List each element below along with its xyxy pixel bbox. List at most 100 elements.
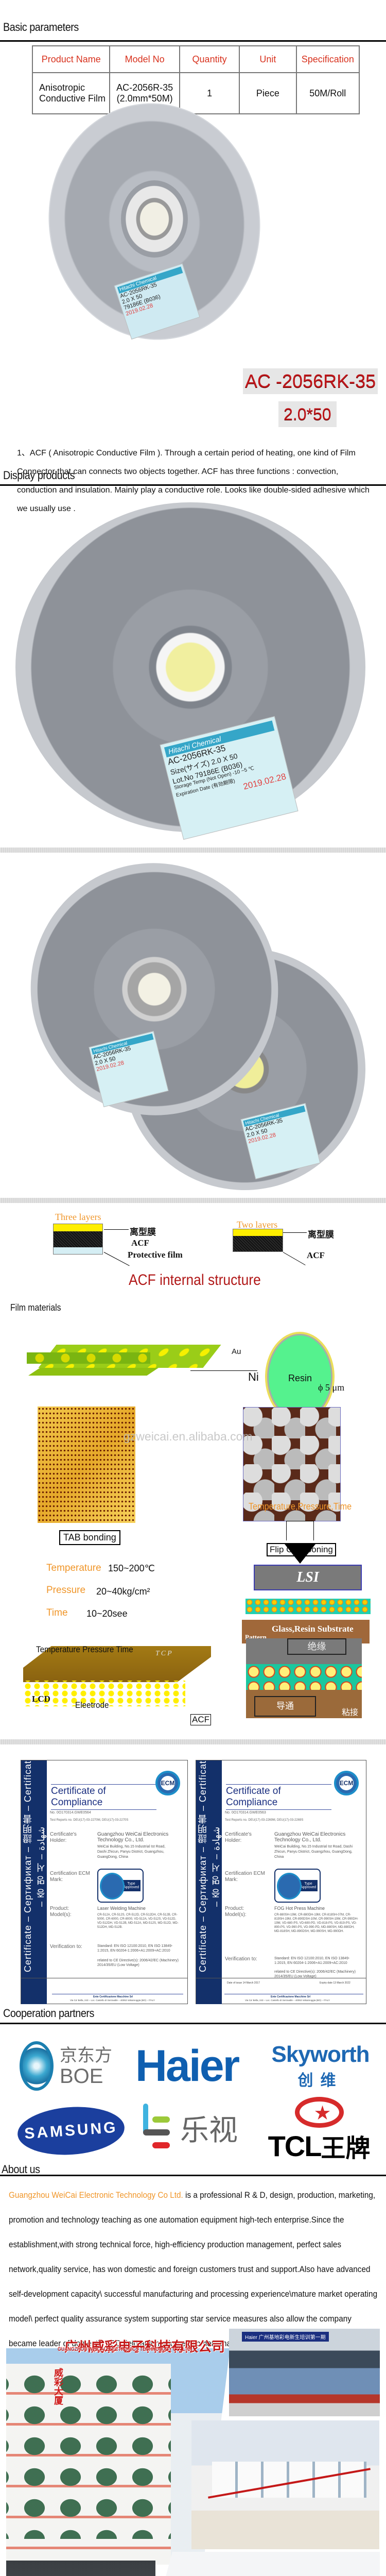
internal-structure-title: ACF internal structure	[129, 1272, 261, 1289]
partner-logo-letv: 乐视	[142, 2102, 239, 2154]
certificate-title: Certificate of Compliance	[226, 1784, 331, 1810]
product-label: Product: Model(s):	[225, 1906, 247, 1918]
cell-unit: Piece	[239, 72, 297, 114]
holder-address: WeiCai Building, No.15 Industrial Ist Ro…	[97, 1845, 166, 1859]
acf-label: ACF	[307, 1250, 325, 1260]
letv-emblem-icon	[143, 2103, 170, 2153]
size-badge: 2.0*50	[278, 401, 337, 427]
building-sign: 威彩大厦	[53, 2368, 63, 2405]
windows	[6, 2369, 171, 2539]
product-photo-two-reels: Hitachi Chemical AC-2056RK-35 2.0 X 50 2…	[4, 837, 385, 1210]
seal-text: ECM	[161, 1776, 175, 1790]
tcl-en: TCL	[268, 2129, 322, 2162]
ecm-mark-badge: Type Approved	[97, 1869, 144, 1903]
ecm-seal-icon: ECM	[155, 1771, 180, 1795]
reel-hub	[121, 180, 188, 258]
type-approved-label: Type Approved	[299, 1880, 318, 1891]
flip-chip-subtitle: Temperature,Pressure,Time	[249, 1501, 352, 1512]
workshop-photo	[191, 2420, 379, 2549]
boe-en: BOE	[60, 2065, 103, 2088]
param-value-pressure: 20~40kg/cm²	[96, 1586, 150, 1597]
holder-label: Certificate's Holder:	[50, 1832, 77, 1843]
tcp-label: TCP	[155, 1650, 173, 1657]
section-divider	[0, 484, 386, 486]
product-label: Product: Model(s):	[50, 1906, 72, 1918]
partner-logo-boe: 京东方 BOE	[20, 2040, 112, 2092]
pressure-arrow-head	[285, 1544, 315, 1564]
separator-bar	[0, 1739, 386, 1744]
electrode-label: Eleetrode	[75, 1700, 109, 1710]
diameter-label: ϕ 5 μm	[318, 1382, 345, 1393]
three-layers-title: Three layers	[55, 1212, 101, 1222]
product-models: CR-512A, CR-512S, CR-512D, CR-512DH, CR-…	[97, 1913, 179, 1929]
model-line2: (2.0mm*50M)	[116, 93, 173, 104]
watermark: gzweicai.en.alibaba.com	[124, 1430, 253, 1443]
skyworth-en: Skyworth	[271, 2042, 370, 2067]
header-quantity: Quantity	[179, 45, 240, 73]
skyworth-cn: 创维	[297, 2072, 343, 2089]
certificate-side-banner: Certificate – Сертификат – 證明書 – Certifi…	[196, 1760, 222, 1978]
param-label-time: Time	[46, 1607, 68, 1618]
particle-sem-image	[243, 1407, 341, 1521]
cell-quantity: 1	[179, 72, 240, 114]
protective-film-label: Protective film	[128, 1250, 183, 1260]
company-name: Guangzhou WeiCai Electronic Technology C…	[9, 2190, 183, 2200]
ecm-seal-icon: ECM	[334, 1771, 359, 1795]
mark-label: Certification ECM Mark:	[50, 1871, 90, 1883]
section-divider	[0, 2023, 386, 2024]
tab-bonding-title: TAB bonding	[59, 1530, 120, 1545]
arrow-line	[283, 1252, 306, 1265]
section-divider	[0, 2175, 386, 2176]
param-label-pressure: Pressure	[46, 1585, 86, 1596]
section-title-basic-parameters: Basic parameters	[3, 21, 79, 33]
separator-bar	[0, 1198, 386, 1203]
lcd-label: LCD	[32, 1694, 50, 1704]
product-photo-reel-1: Hitachi Chemical AC-2056RK-35 2.0 X 50 7…	[33, 89, 276, 354]
header-unit: Unit	[239, 45, 297, 73]
substrate-label: Glass,Resin Substrate	[272, 1624, 354, 1634]
resin-label: Resin	[288, 1373, 312, 1383]
training-banner: Haier 广州基地彩电新生培训第一期	[242, 2332, 329, 2342]
standard: Standard: EN ISO 12100:2010, EN ISO 1384…	[97, 1944, 173, 1953]
certificate-side-banner: Certificate – Сертификат – 證明書 – Certifi…	[21, 1760, 47, 1978]
cert-reports: Test Reports no. DEU(17)-03-2270M, DEU(1…	[50, 1819, 129, 1822]
param-label-temperature: Temperature	[46, 1563, 101, 1573]
separator-bar	[0, 848, 386, 853]
ni-label: Ni	[248, 1370, 259, 1383]
pressure-arrow-shaft	[286, 1521, 314, 1540]
two-layers-title: Two layers	[237, 1219, 278, 1230]
substrate	[246, 1690, 362, 1718]
arrow-line	[104, 1229, 129, 1230]
product-name-line2: Conductive Film	[39, 93, 106, 104]
tcp-board	[23, 1646, 211, 1682]
section-title-about-us: About us	[2, 2163, 40, 2176]
cert-number: No. 0O170314.GWE0564	[50, 1811, 91, 1815]
cert-number: No. 0O170314.GWE0563	[225, 1811, 266, 1815]
directives: related to CE Directive(s): 2006/42/EC (…	[97, 1959, 179, 1967]
issue-date: Date of issue 14 March 2017	[227, 1981, 260, 1985]
acf-callout: ACF	[190, 1714, 211, 1725]
arrow-line	[190, 1370, 257, 1371]
expiry-date: Expiry date 13 March 2022	[320, 1981, 350, 1985]
product-name: Laser Welding Machine	[97, 1906, 146, 1911]
standard: Standard: EN ISO 12100:2010, EN ISO 1384…	[274, 1957, 350, 1965]
lsi-chip: LSI	[254, 1565, 362, 1590]
three-layers-graphic	[53, 1224, 103, 1255]
param-value-temperature: 150~200℃	[108, 1563, 155, 1573]
release-film-label: 离型膜	[130, 1227, 156, 1237]
adhesion-label: 粘接	[342, 1708, 359, 1717]
tcl-cn: 王牌	[321, 2135, 371, 2162]
product-name-line1: Anisotropic	[39, 82, 85, 93]
film-slab-edge	[27, 1352, 150, 1364]
release-film-label: 离型膜	[308, 1230, 334, 1240]
section-title-display-products: Display products	[3, 469, 75, 482]
product-name: FOG Hot Press Machine	[274, 1906, 325, 1911]
partner-logo-samsung: SAMSUNG	[16, 2103, 126, 2159]
section-title-cooperation-partners: Cooperation partners	[3, 2007, 95, 2020]
ecm-mark-badge: Type Approved	[274, 1869, 321, 1903]
two-layers-graphic	[233, 1229, 283, 1252]
boe-emblem-icon	[20, 2041, 54, 2091]
tcp-caption: Temperature Pressure Time	[36, 1645, 133, 1654]
table-header-row: Product Name Model No Quantity Unit Spec…	[31, 45, 360, 73]
